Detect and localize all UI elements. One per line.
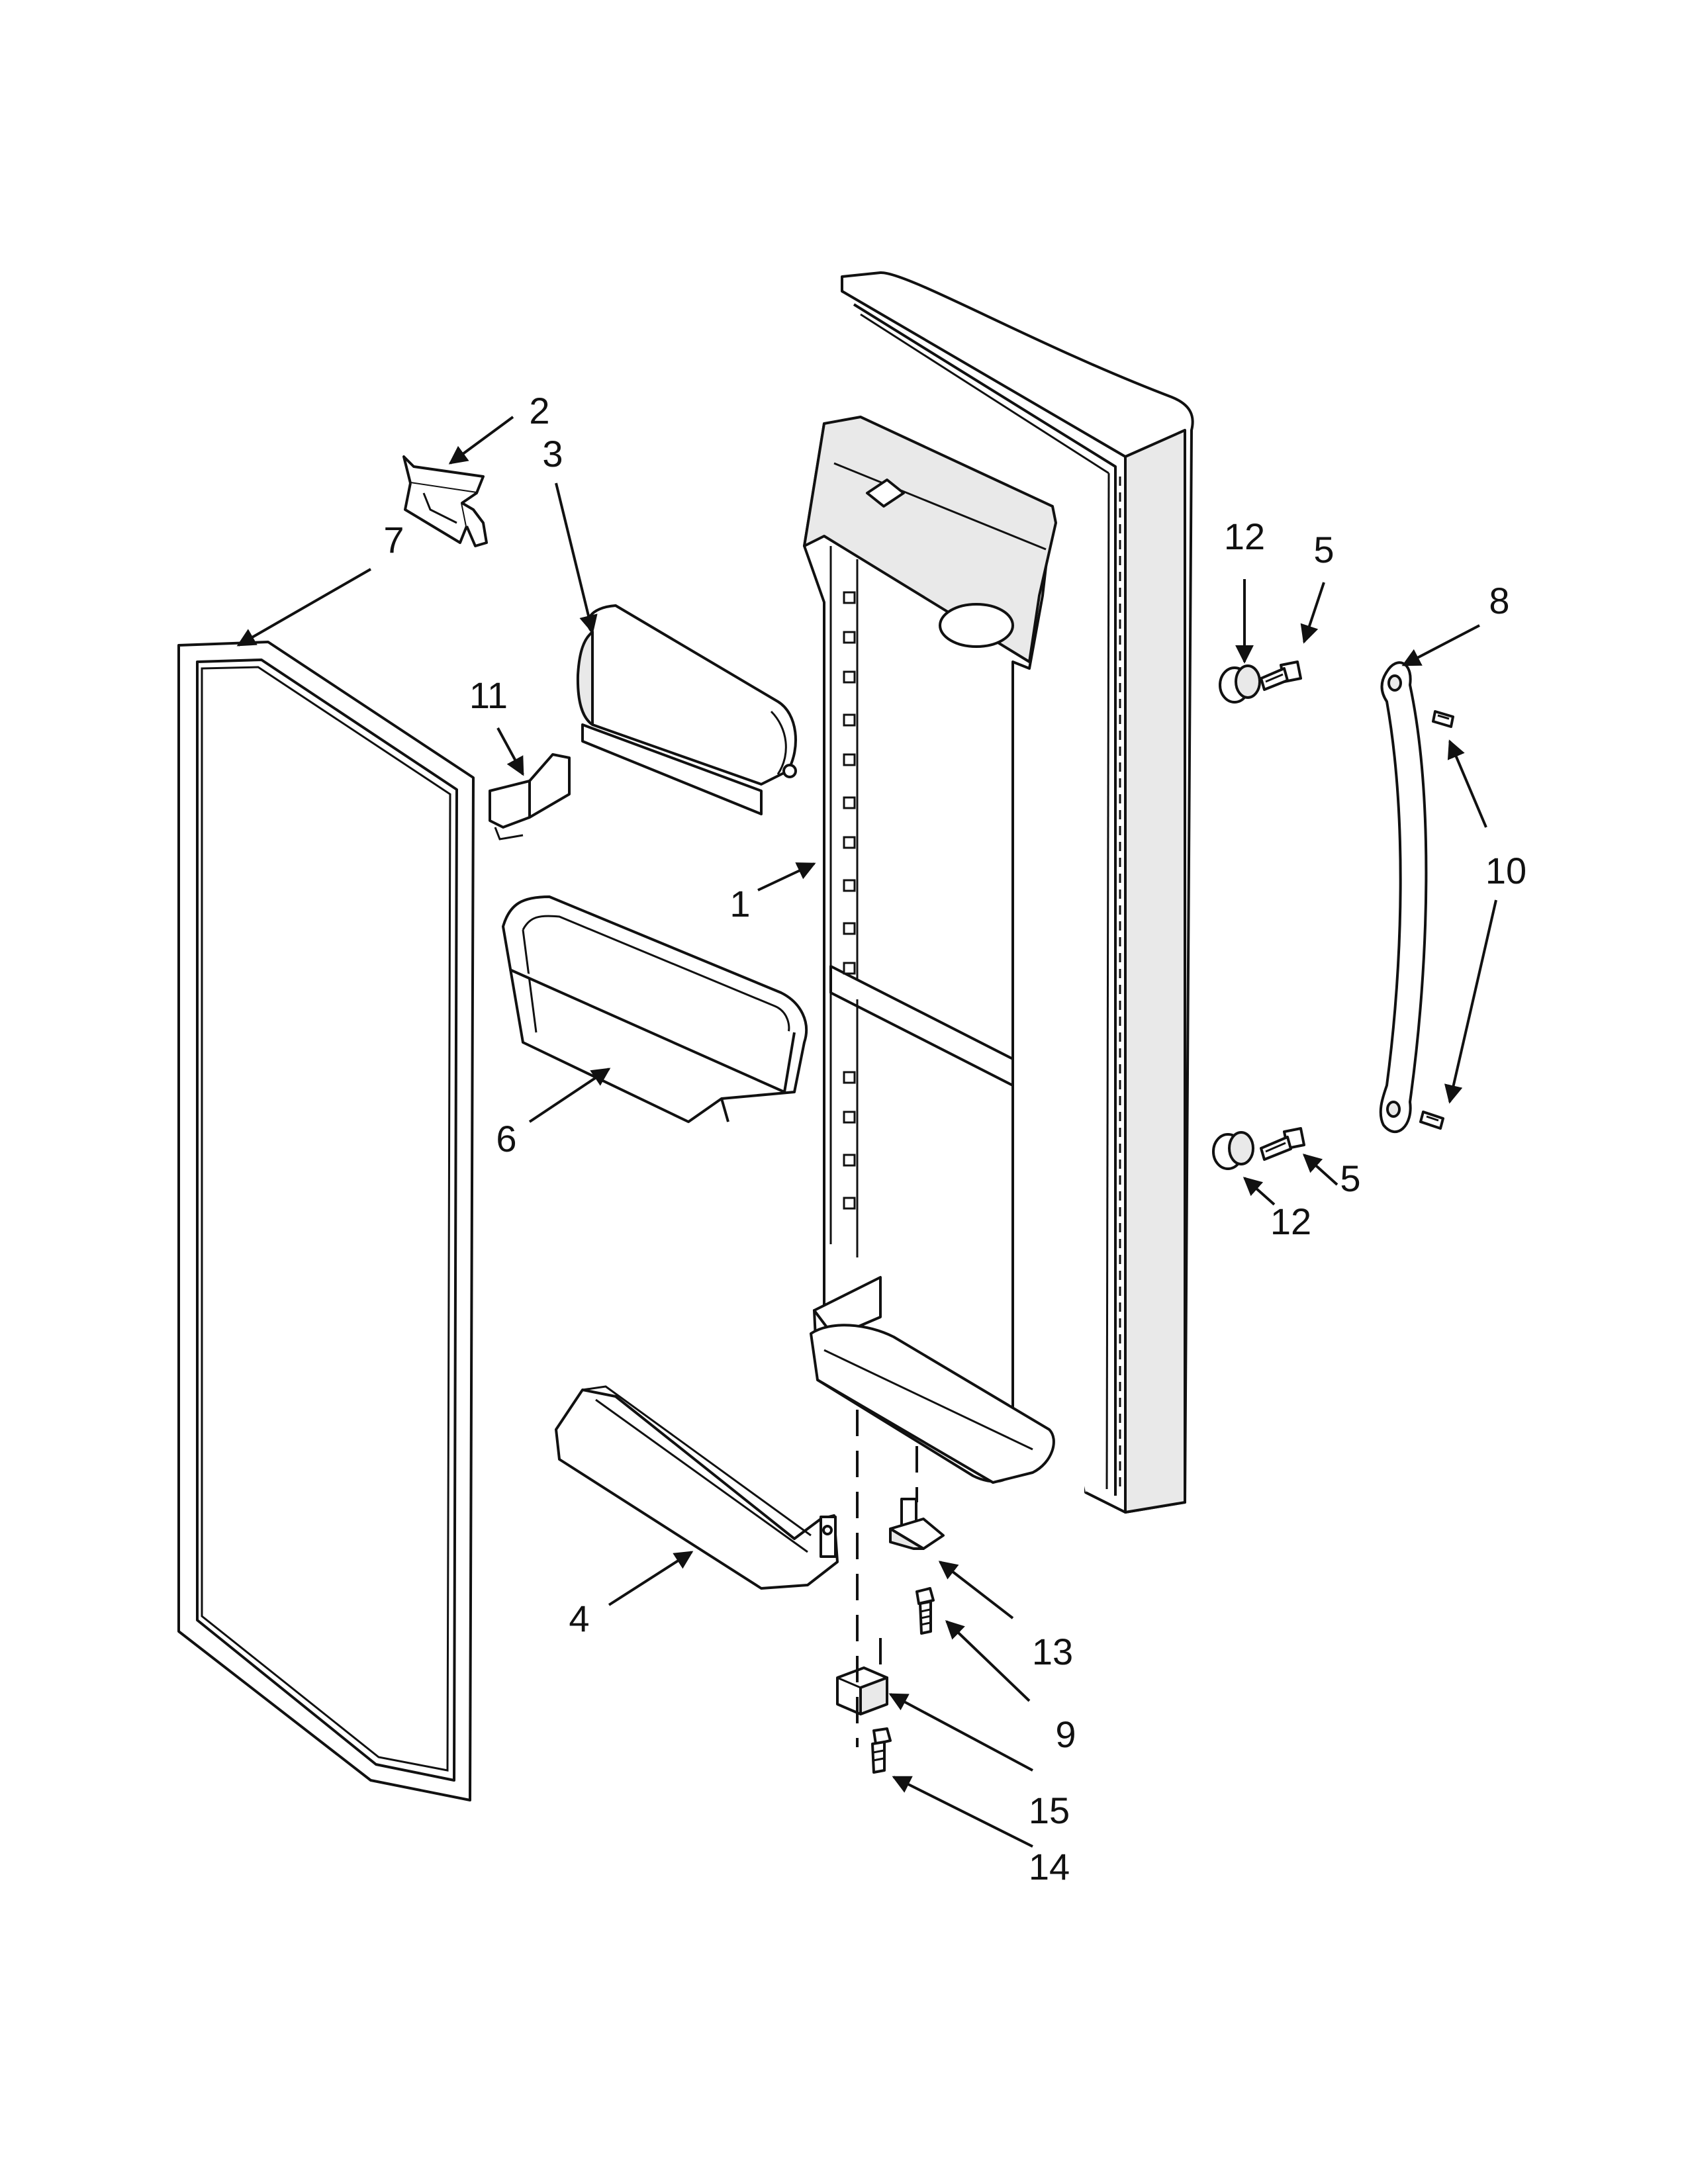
clip[interactable] bbox=[489, 753, 571, 841]
lower-screw[interactable] bbox=[1260, 1127, 1305, 1161]
callout-12-upper: 12 bbox=[1224, 516, 1265, 557]
hinge-pin[interactable] bbox=[889, 1498, 945, 1550]
dairy-cover[interactable] bbox=[576, 604, 797, 815]
door-assembly[interactable] bbox=[803, 271, 1194, 1514]
bottom-bin[interactable] bbox=[555, 1385, 839, 1590]
callout-10: 10 bbox=[1485, 850, 1526, 891]
callout-1: 1 bbox=[729, 883, 750, 925]
callout-13: 13 bbox=[1032, 1631, 1073, 1672]
top-bracket[interactable] bbox=[402, 455, 488, 547]
bottom-screw[interactable] bbox=[871, 1727, 892, 1774]
shelf-rib-column bbox=[843, 591, 856, 1210]
upper-spacer[interactable] bbox=[1219, 664, 1261, 704]
callout-5-upper: 5 bbox=[1313, 529, 1334, 570]
handle-screw-upper[interactable] bbox=[1432, 710, 1454, 728]
callout-9: 9 bbox=[1055, 1713, 1076, 1755]
callout-6: 6 bbox=[496, 1118, 516, 1160]
alignment-lines bbox=[856, 1410, 918, 1747]
callout-3: 3 bbox=[542, 433, 563, 475]
lower-spacer[interactable] bbox=[1212, 1131, 1254, 1170]
callout-12-lower: 12 bbox=[1270, 1201, 1311, 1242]
handle[interactable] bbox=[1379, 661, 1428, 1134]
upper-screw[interactable] bbox=[1260, 660, 1302, 691]
callout-2: 2 bbox=[529, 390, 549, 432]
callout-7: 7 bbox=[383, 519, 404, 561]
door-bin[interactable] bbox=[502, 895, 808, 1123]
callout-5-lower: 5 bbox=[1340, 1158, 1360, 1199]
callout-labels: 1 2 3 4 5 5 6 7 8 9 10 11 12 12 13 14 15 bbox=[383, 390, 1526, 1888]
leader-lines bbox=[236, 416, 1497, 1848]
callout-15: 15 bbox=[1029, 1790, 1070, 1831]
callout-11: 11 bbox=[469, 674, 508, 716]
callout-8: 8 bbox=[1489, 580, 1509, 621]
door-gasket[interactable] bbox=[177, 641, 475, 1801]
hinge-screw[interactable] bbox=[915, 1587, 935, 1635]
hinge-block[interactable] bbox=[836, 1666, 888, 1715]
callout-4: 4 bbox=[569, 1598, 589, 1639]
callout-14: 14 bbox=[1029, 1846, 1070, 1888]
handle-screw-lower[interactable] bbox=[1419, 1111, 1444, 1130]
